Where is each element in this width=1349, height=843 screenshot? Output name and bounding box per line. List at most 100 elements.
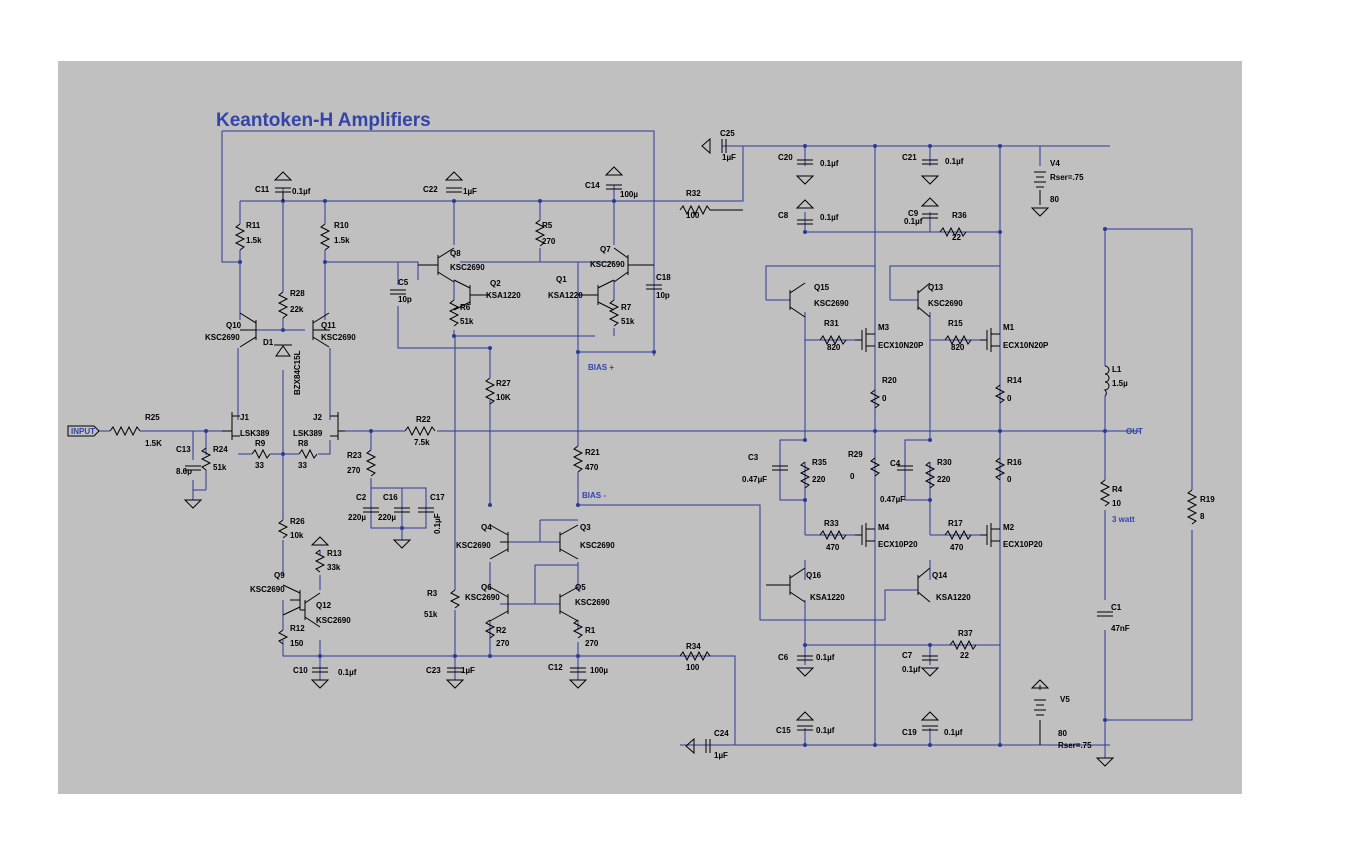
component-ref-m1: M1 [1003, 323, 1015, 332]
transistor-icon [282, 584, 301, 616]
net-label-bias-minus: BIAS - [582, 491, 606, 500]
component-ref-q3: Q3 [580, 523, 591, 532]
component-value-c8: 0.1µf [820, 213, 839, 222]
schematic-title: Keantoken-H Amplifiers [216, 110, 431, 131]
mosfet-icon [855, 523, 875, 547]
component-ref-r5: R5 [542, 221, 553, 230]
transistor-icon [917, 567, 931, 603]
component-value-c15: 0.1µf [816, 726, 835, 735]
transistor-icon [330, 412, 345, 440]
component-ref-r37: R37 [958, 629, 973, 638]
component-value-r27: 10K [496, 393, 511, 402]
resistor-icon [572, 619, 584, 639]
resistor-icon [277, 519, 289, 539]
component-ref-d1: D1 [263, 338, 274, 347]
component-ref-r25: R25 [145, 413, 160, 422]
component-ref-c16: C16 [383, 493, 398, 502]
transistor-icon [222, 412, 240, 440]
component-value-r1: 270 [585, 639, 599, 648]
resistor-icon [484, 377, 496, 405]
component-value-c3: 0.47µF [742, 475, 767, 484]
component-ref-r26: R26 [290, 517, 305, 526]
component-value-c2: 220µ [348, 513, 366, 522]
capacitor-icon [363, 507, 434, 513]
component-value-q6: KSC2690 [465, 593, 500, 602]
component-ref-r35: R35 [812, 458, 827, 467]
resistor-icon [234, 223, 246, 251]
resistor-icon [994, 457, 1006, 481]
resistor-icon [924, 461, 936, 489]
resistor-icon [819, 529, 847, 541]
component-ref-r17: R17 [948, 519, 963, 528]
transistor-icon [766, 567, 806, 603]
component-ref-r28: R28 [290, 289, 305, 298]
component-ref-q14: Q14 [932, 571, 948, 580]
component-value-q12: KSC2690 [316, 616, 351, 625]
component-value-c13: 8.6p [176, 467, 192, 476]
component-value-c16: 220µ [378, 513, 396, 522]
resistor-icon [944, 334, 972, 346]
component-ref-m4: M4 [878, 523, 890, 532]
capacitor-icon [1097, 611, 1113, 617]
capacitor-icon [797, 159, 938, 225]
component-ref-c19: C19 [902, 728, 917, 737]
component-value-r28: 22k [290, 305, 304, 314]
transistor-icon [789, 282, 806, 318]
capacitor-icon [185, 465, 201, 471]
component-ref-r4: R4 [1112, 485, 1123, 494]
junctions [204, 144, 1107, 747]
component-ref-c15: C15 [776, 726, 791, 735]
component-value-r14: 0 [1007, 394, 1012, 403]
component-ref-c11: C11 [255, 185, 270, 194]
component-value-q1: KSA1220 [548, 291, 583, 300]
capacitor-icon [390, 289, 406, 295]
resistor-icon [819, 334, 847, 346]
component-ref-q1: Q1 [556, 275, 567, 284]
component-value-r5: 270 [542, 237, 556, 246]
resistor-icon [314, 549, 326, 573]
component-value-q15: KSC2690 [814, 299, 849, 308]
component-ref-q16: Q16 [806, 571, 822, 580]
component-ref-r27: R27 [496, 379, 511, 388]
component-value-v5: 80 [1058, 729, 1067, 738]
component-value-q16: KSA1220 [810, 593, 845, 602]
component-ref-r1: R1 [585, 626, 596, 635]
component-value-c24: 1µF [714, 751, 728, 760]
component-ref-r33: R33 [824, 519, 839, 528]
resistor-icon [449, 589, 461, 609]
component-ref-r32: R32 [686, 189, 701, 198]
component-ref-q11: Q11 [321, 321, 336, 330]
component-value-r4: 10 [1112, 499, 1121, 508]
component-ref-r12: R12 [290, 624, 305, 633]
component-ref-r16: R16 [1007, 458, 1022, 467]
component-value-r31: 820 [827, 343, 841, 352]
component-value-r20: 0 [882, 394, 887, 403]
component-ref-q5: Q5 [575, 583, 586, 592]
inductor-icon [1103, 365, 1110, 397]
component-ref-r19: R19 [1200, 495, 1215, 504]
component-ref-r24: R24 [213, 445, 228, 454]
schematic-sheet [58, 61, 1242, 794]
resistor-icon [572, 445, 584, 473]
component-ref-r20: R20 [882, 376, 897, 385]
component-ref-q7: Q7 [600, 245, 611, 254]
component-ref-c18: C18 [656, 273, 671, 282]
component-value-r12: 150 [290, 639, 304, 648]
component-value-v4: 80 [1050, 195, 1059, 204]
component-value-r23: 270 [347, 466, 361, 475]
component-ref-c9: C9 [908, 209, 919, 218]
component-ref-q4: Q4 [481, 523, 492, 532]
component-labels: R251.5KC138.6pR2451kJ1LSK389J2LSK389R933… [145, 129, 1215, 760]
component-value-m4: ECX10P20 [878, 540, 918, 549]
component-ref-r15: R15 [948, 319, 963, 328]
component-value-c22: 1µF [463, 187, 477, 196]
resistor-icon [200, 447, 212, 471]
component-ref-c21: C21 [902, 153, 917, 162]
component-ref-r34: R34 [686, 642, 701, 651]
component-value-j2: LSK389 [293, 429, 323, 438]
component-ref-v5: V5 [1060, 695, 1070, 704]
capacitor-icon [797, 655, 938, 731]
component-value-q3: KSC2690 [580, 541, 615, 550]
component-ref-r3: R3 [427, 589, 438, 598]
component-ref-c6: C6 [778, 653, 789, 662]
